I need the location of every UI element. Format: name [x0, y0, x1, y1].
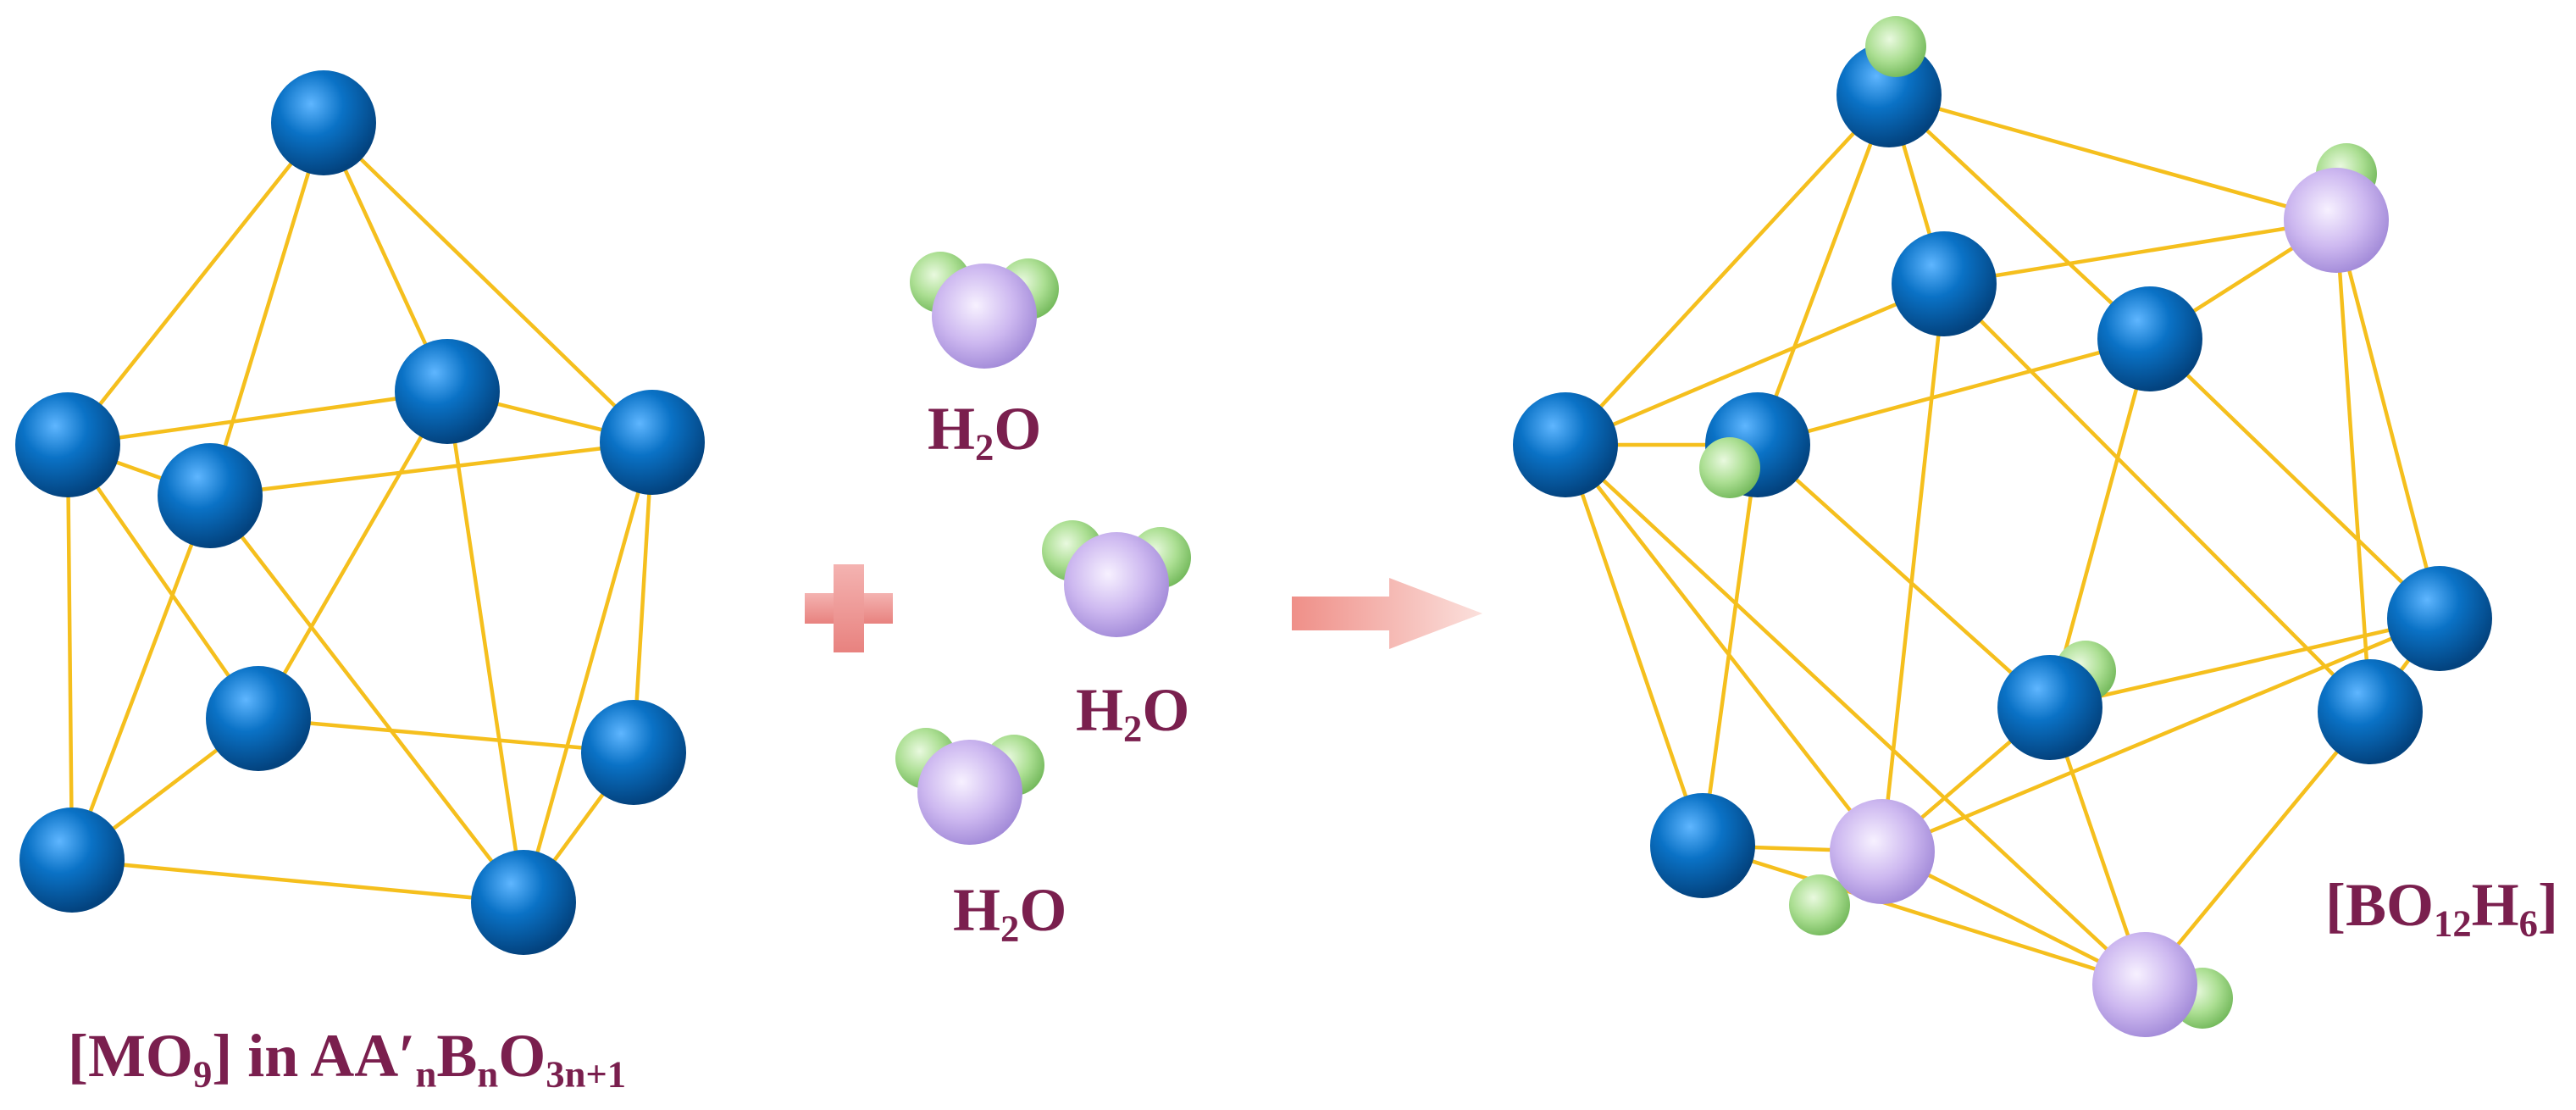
- right-bond-19: [2334, 218, 2442, 621]
- left-metal-atom-0: [271, 70, 376, 175]
- left-metal-atom-2: [158, 443, 263, 548]
- right-bond-9: [1755, 336, 2152, 447]
- right-bond-26: [2142, 709, 2373, 987]
- left-metal-atom-6: [581, 700, 686, 805]
- left-bond-15: [521, 440, 655, 905]
- right-bond-0: [1563, 92, 1892, 447]
- right-oxygen-atom-ob2: [2092, 932, 2197, 1037]
- water-molecule-0: [910, 252, 1059, 369]
- right-bond-20: [2334, 218, 2373, 714]
- left-bond-12: [256, 389, 450, 721]
- left-metal-atom-7: [19, 808, 125, 913]
- right-bond-28: [1700, 843, 2147, 987]
- right-bond-8: [1880, 281, 1947, 854]
- right-oxygen-atom-ob1: [1830, 799, 1935, 904]
- right-hydrogen-atom-2: [1789, 874, 1850, 935]
- water-label-2: H2O: [1076, 676, 1190, 750]
- right-bond-7: [1942, 281, 2373, 714]
- plus-icon: [805, 564, 893, 652]
- left-bond-6: [208, 440, 655, 498]
- right-bond-10: [1755, 442, 2052, 710]
- right-bond-6: [1942, 218, 2339, 286]
- water-0-oxygen: [932, 264, 1037, 369]
- right-bond-11: [1700, 442, 1760, 848]
- left-bond-13: [445, 389, 526, 905]
- left-bond-5: [65, 389, 450, 447]
- right-metal-atom-mr: [2387, 566, 2492, 671]
- right-bond-14: [2147, 336, 2442, 621]
- left-formula-label: [MO9] in AA′nBnO3n+1: [68, 1022, 627, 1096]
- left-bond-2: [321, 120, 655, 445]
- water-label-3: H2O: [953, 876, 1067, 950]
- right-metal-atom-cm: [1997, 655, 2102, 760]
- right-metal-atom-rr: [2318, 659, 2423, 764]
- water-molecule-2: [895, 728, 1044, 845]
- right-oxygen-atom-ou: [2284, 168, 2389, 273]
- left-metal-atom-4: [600, 390, 705, 495]
- left-bond-16: [256, 716, 636, 755]
- left-polyhedron-atoms: [15, 70, 705, 955]
- right-metal-atom-uc: [1892, 231, 1997, 336]
- left-metal-atom-8: [471, 850, 576, 955]
- left-bond-1: [208, 120, 326, 498]
- left-bond-18: [69, 857, 526, 905]
- water-1-oxygen: [1064, 532, 1169, 637]
- left-bond-0: [65, 120, 326, 447]
- right-bond-4: [1755, 92, 1892, 447]
- left-bond-11: [69, 493, 213, 863]
- right-polyhedron-atoms: [1513, 16, 2492, 1037]
- right-bond-2: [1886, 92, 2152, 341]
- right-formula-label: [BO12H6]: [2325, 871, 2558, 945]
- right-bond-18: [1563, 442, 2147, 987]
- right-polyhedron-bonds: [1563, 92, 2442, 987]
- right-bond-22: [1880, 616, 2442, 854]
- reaction-arrow-icon: [1292, 578, 1482, 649]
- right-hydrogen-atom-5: [1699, 437, 1760, 498]
- right-bond-21: [2047, 616, 2442, 710]
- left-bond-9: [65, 442, 261, 721]
- water-molecule-1: [1042, 520, 1191, 637]
- left-metal-atom-3: [395, 339, 500, 444]
- left-polyhedron-bonds: [65, 120, 655, 905]
- right-bond-17: [1563, 442, 1885, 854]
- water-molecules: [895, 252, 1191, 845]
- left-metal-atom-5: [206, 666, 311, 771]
- left-metal-atom-1: [15, 392, 120, 497]
- right-metal-atom-lf: [1513, 392, 1618, 497]
- right-hydrogen-atom-4: [1865, 16, 1926, 77]
- left-bond-10: [208, 493, 526, 905]
- water-2-oxygen: [917, 740, 1022, 845]
- right-bond-15: [2047, 336, 2152, 710]
- right-bond-3: [1886, 92, 2339, 223]
- water-label-1: H2O: [928, 395, 1042, 469]
- right-bond-16: [1563, 442, 1705, 848]
- right-metal-atom-bl: [1650, 793, 1755, 898]
- right-bond-5: [1563, 281, 1947, 447]
- right-metal-atom-cr: [2097, 286, 2202, 391]
- left-bond-8: [65, 442, 75, 863]
